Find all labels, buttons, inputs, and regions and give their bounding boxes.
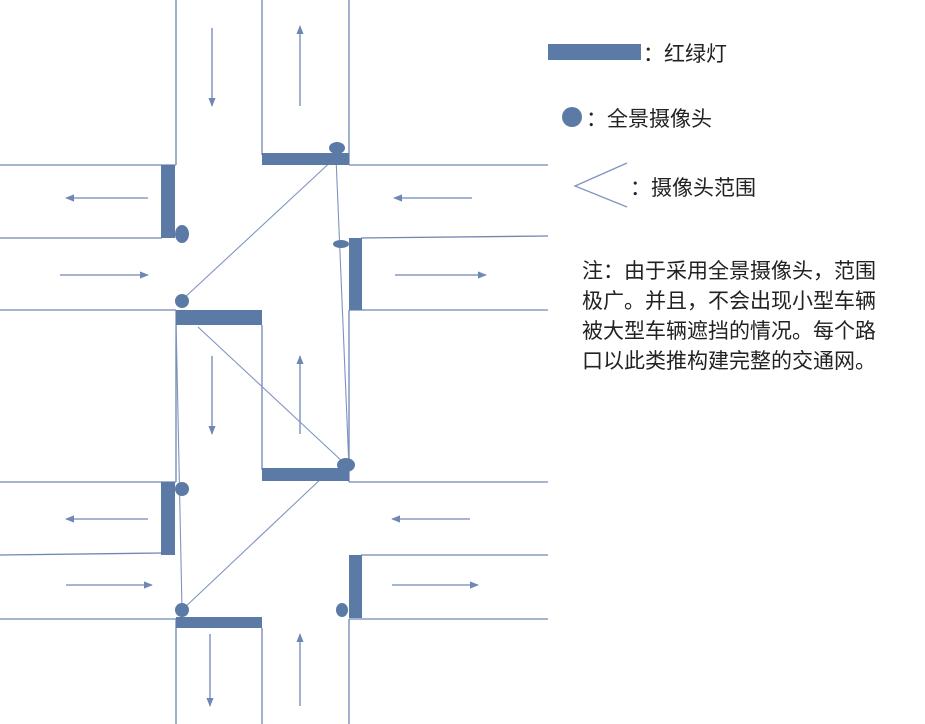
legend-traffic-light-swatch [548, 44, 641, 60]
traffic-light [349, 238, 362, 310]
range-line [181, 475, 325, 611]
range-line [335, 156, 350, 469]
camera-dot [333, 240, 349, 248]
range-line [197, 326, 345, 464]
note-line: 被大型车辆遮挡的情况。每个路 [582, 319, 876, 343]
camera-dot [175, 482, 189, 496]
camera-dot [336, 603, 348, 617]
note-text: 注：由于采用全景摄像头，范围 极广。并且，不会出现小型车辆 被大型车辆遮挡的情况… [582, 256, 920, 376]
range-line [181, 156, 337, 301]
legend-camera-swatch [562, 107, 582, 127]
traffic-light [176, 617, 262, 628]
road-edge [0, 552, 163, 556]
legend-camera-range-label: ：摄像头范围 [630, 176, 756, 200]
range-line [175, 317, 183, 611]
traffic-light [161, 482, 175, 555]
legend-traffic-light-label: ：红绿灯 [643, 42, 727, 66]
note-line: 注：由于采用全景摄像头，范围 [582, 259, 876, 283]
camera-dot [175, 294, 189, 308]
camera-range-lines [175, 156, 350, 611]
camera-dot [337, 458, 355, 472]
traffic-lights [161, 153, 362, 628]
note-line: 口以此类推构建完整的交通网。 [582, 349, 876, 373]
road-edges [0, 0, 549, 724]
traffic-light [262, 468, 349, 481]
camera-dot [175, 603, 189, 617]
camera-dot [329, 142, 345, 154]
direction-arrows [60, 25, 487, 707]
traffic-light [161, 165, 175, 238]
legend-symbols [548, 44, 641, 208]
traffic-light [262, 153, 349, 165]
note-line: 极广。并且，不会出现小型车辆 [582, 289, 876, 313]
traffic-light [349, 555, 362, 618]
panoramic-cameras [175, 142, 355, 617]
road-edge [360, 235, 549, 239]
legend-camera-label: ：全景摄像头 [586, 107, 712, 131]
legend-range-swatch [573, 162, 628, 208]
traffic-light [176, 310, 262, 325]
camera-dot [175, 225, 189, 243]
